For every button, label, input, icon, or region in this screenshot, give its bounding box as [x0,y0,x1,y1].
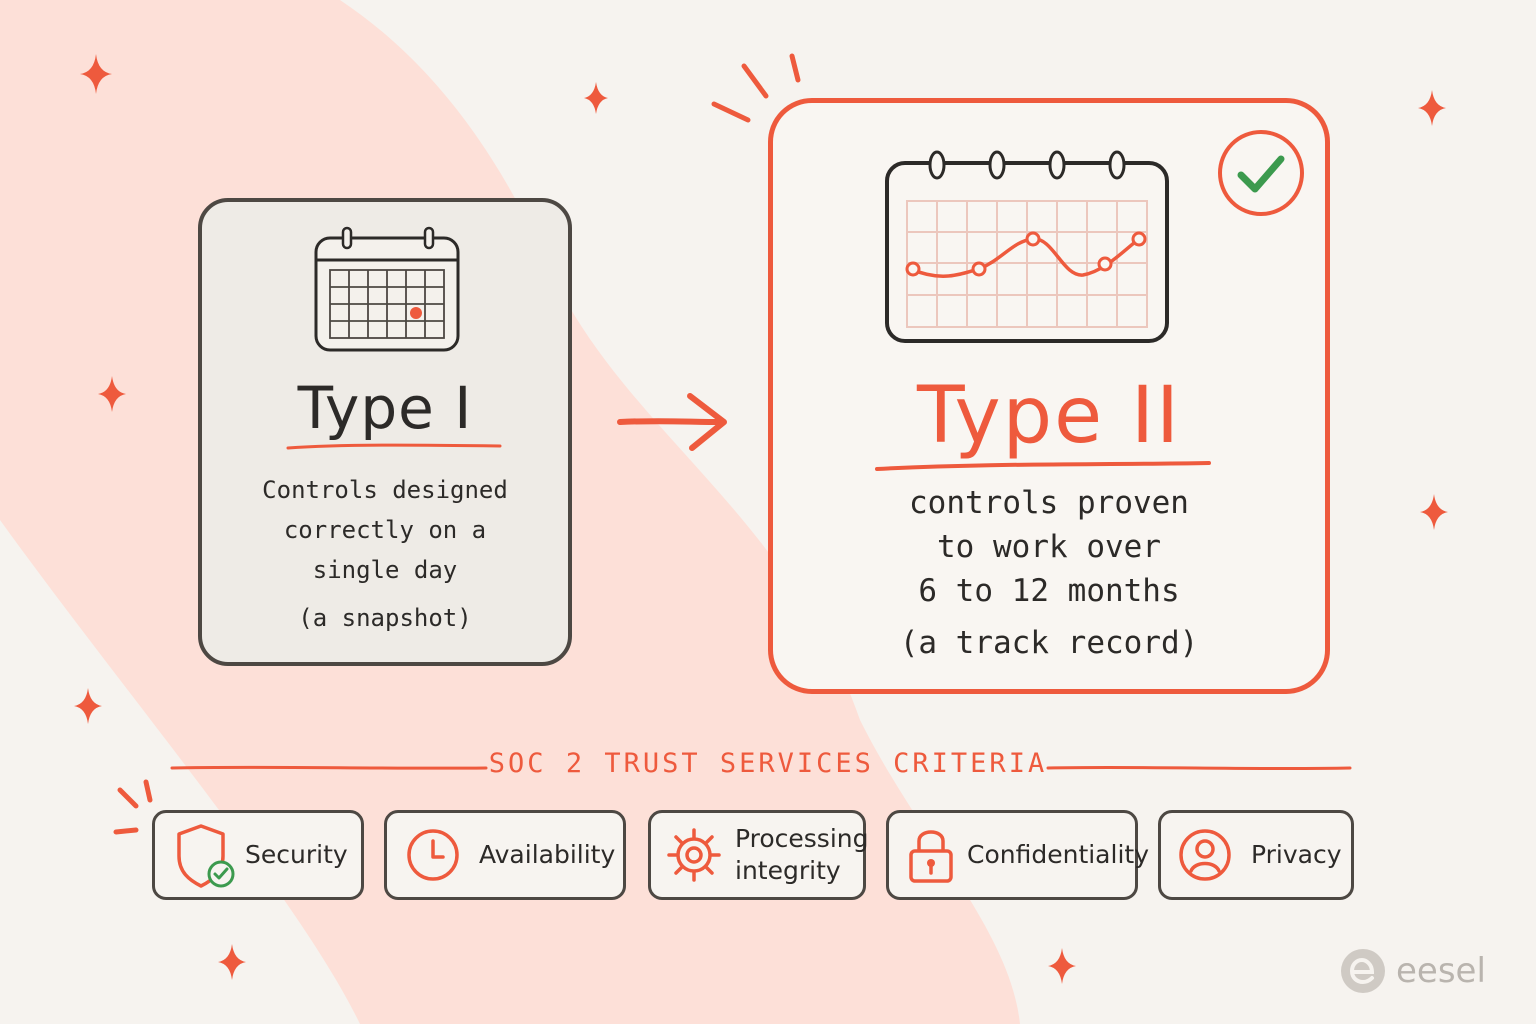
type-two-title: Type II [917,371,1181,461]
description-line: to work over [937,529,1161,565]
type-two-card: Type II controls proven to work over 6 t… [768,98,1330,694]
user-circle-icon [1179,829,1231,881]
sparkle-icon [218,944,246,980]
type-one-title: Type I [297,374,473,442]
criteria-label: Confidentiality [967,840,1149,869]
description-line: correctly on a [283,516,487,544]
criteria-privacy: Privacy [1158,810,1354,900]
sparkle-icon [80,54,112,94]
criteria-label: Availability [479,840,616,869]
criteria-confidentiality: Confidentiality [886,810,1149,900]
brand-logo: eesel [1340,948,1486,994]
calendar-icon [314,226,460,352]
title-underline [286,443,502,450]
sparkle-icon [584,82,608,114]
brand-name: eesel [1396,951,1486,991]
shield-check-icon [177,824,235,888]
criteria-rule [170,765,1352,771]
title-underline [875,461,1211,471]
eesel-logo-icon [1341,949,1385,993]
type-one-card: Type I Controls designed correctly on a … [198,198,572,666]
sparkle-icon [1420,494,1448,530]
lock-icon [909,830,953,883]
criteria-availability: Availability [384,810,626,900]
sparkle-icon [1048,948,1076,984]
criteria-title: SOC 2 TRUST SERVICES CRITERIA [488,748,1048,779]
criteria-label: Privacy [1251,840,1342,869]
criteria-security: Security [152,810,364,900]
description-line: single day [312,556,458,584]
sparkle-icon [1418,90,1446,126]
sparkles [74,54,1448,984]
type-one-note: (a snapshot) [298,604,472,632]
sparkle-icon [74,688,102,724]
criteria-label: Processing integrity [735,824,869,885]
criteria-label: Security [245,840,348,869]
sparkle-icon [98,376,126,412]
arrow-right-icon [617,393,727,451]
description-line: 6 to 12 months [918,573,1180,609]
type-two-note: (a track record) [899,625,1199,661]
type-two-description: controls proven to work over 6 to 12 mon… [773,481,1325,665]
emphasis-marks [113,53,801,835]
criteria-processing-integrity: Processing integrity [648,810,869,900]
calendar-chart-icon [885,150,1169,343]
gear-icon [667,828,721,882]
description-line: controls proven [909,485,1189,521]
check-circle-icon [1218,130,1304,216]
type-one-description: Controls designed correctly on a single … [202,470,568,638]
description-line: Controls designed [262,476,508,504]
clock-icon [407,829,459,881]
